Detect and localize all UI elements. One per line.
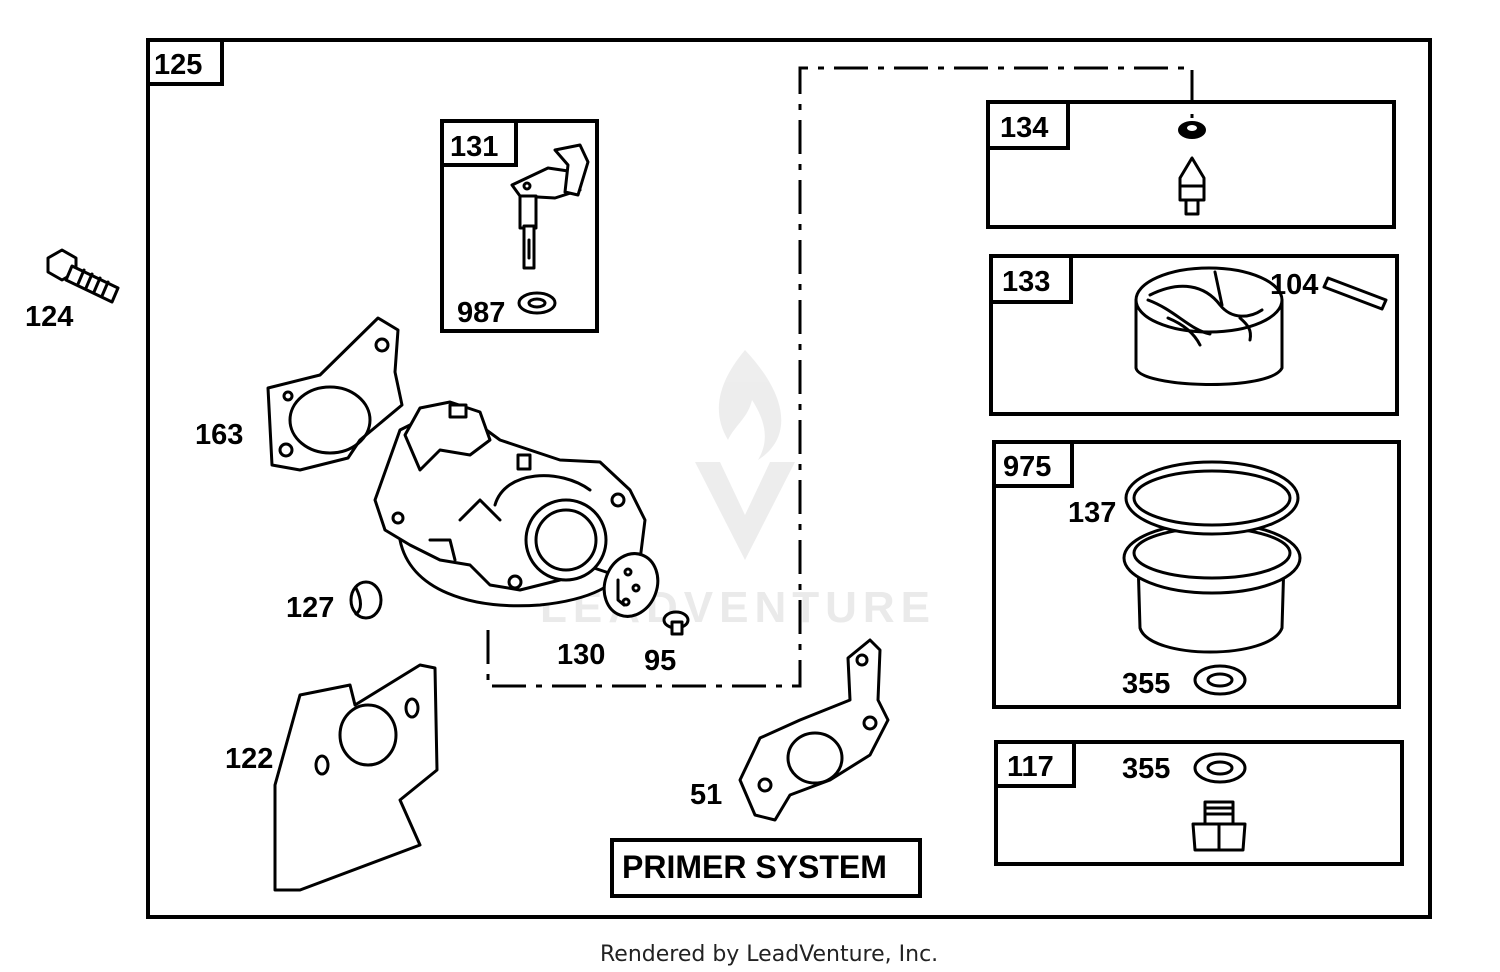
footer-credit: Rendered by LeadVenture, Inc.: [600, 942, 938, 967]
bolt-124-icon: [46, 248, 120, 304]
box-117: [994, 740, 1404, 866]
seal-987-icon: [517, 291, 557, 315]
needle-valve-icon: [1178, 121, 1206, 216]
box-975-label-box: [992, 440, 1074, 488]
box-975: [992, 440, 1401, 709]
primer-dashed-line: [486, 66, 1194, 688]
label-987: 987: [457, 297, 505, 329]
label-163: 163: [195, 419, 243, 451]
box-117-label-box: [994, 740, 1076, 788]
screw-95-icon: [662, 610, 690, 636]
label-95: 95: [644, 645, 676, 677]
gasket-163-icon: [266, 316, 404, 472]
box-133: [989, 254, 1399, 416]
label-137: 137: [1068, 497, 1116, 529]
diaphragm-130-icon: [602, 552, 660, 618]
label-130: 130: [557, 639, 605, 671]
washer-355-b-icon: [1193, 752, 1247, 784]
bowl-nut-icon: [1191, 800, 1247, 852]
washer-355-a-icon: [1193, 664, 1247, 696]
float-icon: [1134, 266, 1284, 386]
label-127: 127: [286, 592, 334, 624]
label-133: 133: [1002, 266, 1050, 298]
label-355-b: 355: [1122, 753, 1170, 785]
box-131-label-box: [440, 119, 518, 167]
carburetor-body-icon: [373, 400, 647, 608]
float-bowl-icon: [1122, 460, 1302, 654]
box-134: [986, 100, 1396, 229]
label-124: 124: [25, 301, 73, 333]
label-51: 51: [690, 779, 722, 811]
label-104: 104: [1270, 269, 1318, 301]
label-125: 125: [154, 49, 202, 81]
label-131: 131: [450, 131, 498, 163]
box-131: [440, 119, 599, 333]
primer-system-box: [610, 838, 922, 898]
plug-127-icon: [349, 580, 383, 620]
label-117: 117: [1007, 751, 1054, 783]
primer-system-label: PRIMER SYSTEM: [622, 849, 887, 885]
label-134: 134: [1000, 112, 1048, 144]
gasket-51-icon: [738, 638, 890, 822]
label-122: 122: [225, 743, 273, 775]
float-pin-icon: [1322, 276, 1388, 311]
label-355-a: 355: [1122, 668, 1170, 700]
box-133-label-box: [989, 254, 1073, 304]
main-frame: [146, 38, 1432, 919]
label-975: 975: [1003, 451, 1051, 483]
main-frame-label-box: [146, 38, 224, 86]
heat-shield-122-icon: [273, 663, 439, 892]
choke-shaft-icon: [510, 143, 590, 270]
box-134-label-box: [986, 100, 1070, 150]
